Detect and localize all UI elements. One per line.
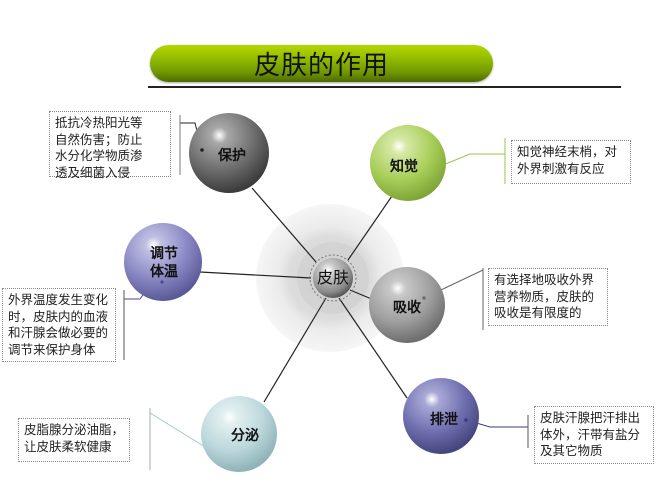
title-banner: 皮肤的作用 (150, 45, 493, 82)
callout-protect: 抵抗冷热阳光等 自然伤害；防止 水分化学物质渗 透及细菌入侵 (49, 111, 171, 180)
node-thermo-label-line1: 调节 (150, 246, 178, 262)
connector-protect (251, 187, 317, 263)
node-thermo-sphere (124, 223, 202, 301)
callout-thermo: 外界温度发生变化 时，皮肤内的血液 和汗腺会做必要的 调节来保护身体 (2, 288, 116, 362)
connector-secrete (263, 297, 327, 403)
leader-dots (160, 148, 468, 422)
page-title: 皮肤的作用 (253, 51, 389, 81)
node-sense-label: 知觉 (390, 159, 418, 175)
node-excrete-sphere (403, 378, 479, 454)
node-thermo-label: 调节 体温 (150, 245, 178, 281)
node-protect-sphere (189, 113, 269, 193)
node-secrete-label: 分泌 (231, 428, 259, 444)
connector-excrete (338, 297, 408, 399)
node-absorb-sphere (369, 267, 445, 343)
node-absorb-label: 吸收 (393, 300, 421, 316)
title-underline (148, 86, 621, 88)
node-secrete-sphere (201, 396, 277, 472)
connector-thermo (199, 271, 312, 279)
node-protect-label: 保护 (218, 148, 246, 164)
center-label: 皮肤 (316, 268, 350, 287)
node-thermo-label-line2: 体温 (150, 264, 178, 280)
node-sense-sphere (370, 125, 446, 201)
connector-sense (347, 195, 393, 261)
callout-absorb: 有选择地吸收外界 营养物质，皮肤的 吸收是有限度的 (488, 268, 608, 326)
center-sphere (313, 258, 353, 298)
node-excrete-label: 排泄 (430, 412, 458, 428)
callout-excrete: 皮肤汗腺把汗排出 体外，汗带有盐分 及其它物质 (534, 406, 654, 464)
callout-secrete: 皮脂腺分泌油脂， 让皮肤柔软健康 (18, 418, 130, 462)
callout-sense: 知觉神经末梢，对 外界刺激有反应 (511, 140, 631, 184)
center-ring (309, 254, 357, 302)
